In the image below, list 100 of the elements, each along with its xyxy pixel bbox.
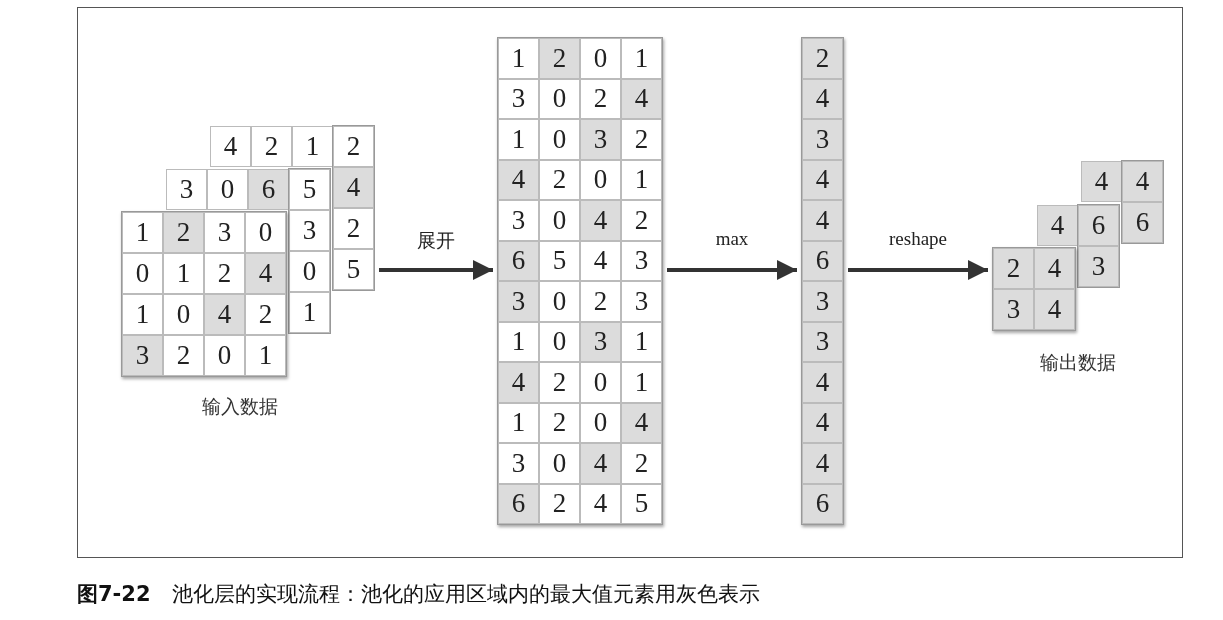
grid-cell: 1 [621,38,662,79]
grid-cell: 5 [289,169,330,210]
number-grid [1077,204,1120,288]
grid-cell: 1 [245,335,286,376]
grid-cell: 2 [539,483,580,524]
grid-cell: 6 [248,169,289,210]
grid-cell: 0 [245,212,286,253]
grid-cell: 1 [122,212,163,253]
number-grid [497,37,663,525]
grid-cell: 1 [621,362,662,403]
grid-cell: 3 [289,210,330,251]
grid-cell: 4 [621,402,662,443]
grid-cell: 1 [498,119,539,160]
grid-cell: 0 [580,159,621,200]
grid-cell: 1 [498,402,539,443]
grid-cell: 0 [289,251,330,292]
number-grid [288,168,331,334]
grid-cell: 4 [1037,205,1078,246]
grid-cell: 0 [204,335,245,376]
grid-cell: 4 [802,159,843,200]
grid-cell: 2 [539,362,580,403]
grid-cell: 3 [204,212,245,253]
grid-cell: 1 [621,321,662,362]
grid-cell: 3 [621,240,662,281]
grid-cell: 3 [802,281,843,322]
grid-cell: 5 [539,240,580,281]
number-grid [121,211,287,377]
grid-cell: 0 [122,253,163,294]
grid-cell: 4 [580,443,621,484]
grid-cell: 4 [580,240,621,281]
number-grid [992,247,1076,331]
grid-cell: 4 [580,483,621,524]
grid-cell: 1 [122,294,163,335]
arrow [848,260,988,280]
grid-cell: 4 [802,362,843,403]
grid-cell: 4 [621,78,662,119]
grid-cell: 3 [802,119,843,160]
grid-cell: 0 [580,38,621,79]
arrow [379,260,493,280]
grid-cell: 0 [539,443,580,484]
grid-cell: 0 [580,402,621,443]
grid-cell: 0 [163,294,204,335]
grid-cell: 4 [1034,289,1075,330]
grid-cell: 2 [333,126,374,167]
grid-cell: 4 [1081,161,1122,202]
grid-cell: 0 [539,78,580,119]
grid-cell: 1 [292,126,333,167]
grid-cell: 6 [802,483,843,524]
grid-cell: 3 [580,321,621,362]
grid-cell: 6 [1122,202,1163,243]
grid-cell: 3 [993,289,1034,330]
grid-cell: 6 [498,240,539,281]
grid-cell: 2 [245,294,286,335]
grid-cell: 2 [621,200,662,241]
grid-cell: 2 [802,38,843,79]
grid-cell: 4 [802,200,843,241]
grid-cell: 6 [1078,205,1119,246]
grid-cell: 2 [539,38,580,79]
arrow [667,260,797,280]
grid-cell: 6 [498,483,539,524]
grid-cell: 5 [333,249,374,290]
grid-cell: 1 [163,253,204,294]
grid-cell: 3 [498,78,539,119]
grid-cell: 3 [122,335,163,376]
grid-cell: 0 [539,321,580,362]
grid-cell: 6 [802,240,843,281]
grid-caption: 输入数据 [202,394,278,419]
grid-cell: 1 [621,159,662,200]
grid-cell: 0 [207,169,248,210]
grid-cell: 0 [539,200,580,241]
grid-cell: 0 [539,281,580,322]
grid-cell: 4 [333,167,374,208]
grid-cell: 2 [163,335,204,376]
grid-cell: 4 [580,200,621,241]
grid-cell: 1 [498,38,539,79]
grid-cell: 2 [204,253,245,294]
grid-cell: 3 [498,443,539,484]
grid-cell: 3 [580,119,621,160]
grid-cell: 4 [802,402,843,443]
grid-cell: 2 [621,443,662,484]
grid-cell: 4 [204,294,245,335]
number-grid [1121,160,1164,244]
grid-cell: 4 [498,159,539,200]
grid-cell: 1 [289,292,330,333]
grid-cell: 3 [498,281,539,322]
grid-cell: 5 [621,483,662,524]
grid-cell: 2 [993,248,1034,289]
grid-cell: 3 [621,281,662,322]
grid-cell: 2 [621,119,662,160]
grid-cell: 3 [498,200,539,241]
grid-cell: 4 [802,78,843,119]
grid-cell: 2 [333,208,374,249]
grid-cell: 4 [1034,248,1075,289]
grid-cell: 2 [163,212,204,253]
figure-caption: 图7-22 池化层的实现流程：池化的应用区域内的最大值元素用灰色表示 [77,581,760,608]
grid-cell: 4 [245,253,286,294]
grid-cell: 2 [251,126,292,167]
grid-cell: 2 [580,281,621,322]
grid-cell: 0 [580,362,621,403]
grid-cell: 3 [802,321,843,362]
